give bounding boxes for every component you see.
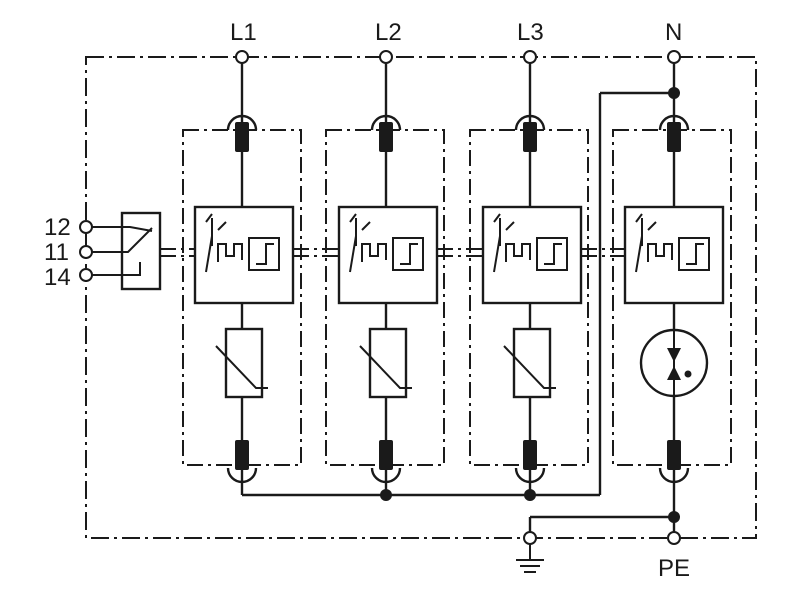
- mechanical-coupling: [160, 248, 625, 257]
- label-n: N: [665, 19, 682, 46]
- changeover-contact-icon: [90, 211, 162, 291]
- varistor-icon: [359, 327, 412, 399]
- terminal-n: [667, 50, 681, 64]
- fuse-icon: [379, 440, 393, 470]
- module-l1: [193, 63, 295, 495]
- module-l2: [337, 63, 439, 495]
- terminal-ground: [523, 531, 537, 545]
- ground-icon: [516, 544, 544, 573]
- terminal-11: [79, 245, 93, 259]
- fuse-icon: [379, 122, 393, 152]
- terminal-l3: [523, 50, 537, 64]
- junction-dot-icon: [380, 489, 392, 501]
- label-pe: PE: [658, 555, 690, 582]
- enclosure-outline: [85, 56, 757, 539]
- module-l3: [481, 63, 583, 495]
- varistor-icon: [215, 327, 268, 399]
- label-l3: L3: [517, 19, 544, 46]
- junction-dot-icon: [524, 489, 536, 501]
- spark-gap-icon: [639, 328, 709, 398]
- terminal-l1: [235, 50, 249, 64]
- label-l2: L2: [375, 19, 402, 46]
- fuse-icon: [667, 440, 681, 470]
- terminal-12: [79, 220, 93, 234]
- fuse-icon: [235, 122, 249, 152]
- label-11: 11: [44, 239, 69, 266]
- module-frame-n: [612, 129, 732, 466]
- terminal-l2: [379, 50, 393, 64]
- junction-dot-icon: [668, 87, 680, 99]
- varistor-icon: [503, 327, 556, 399]
- fuse-icon: [667, 122, 681, 152]
- disconnector-icon: [193, 205, 295, 305]
- terminal-14: [79, 268, 93, 282]
- fuse-icon: [523, 122, 537, 152]
- disconnector-icon: [623, 205, 725, 305]
- label-l1: L1: [230, 19, 257, 46]
- terminal-pe: [667, 531, 681, 545]
- label-12: 12: [44, 214, 71, 241]
- fuse-icon: [235, 440, 249, 470]
- disconnector-icon: [337, 205, 439, 305]
- disconnector-icon: [481, 205, 583, 305]
- label-14: 14: [44, 264, 71, 291]
- fuse-icon: [523, 440, 537, 470]
- module-n: [623, 63, 725, 538]
